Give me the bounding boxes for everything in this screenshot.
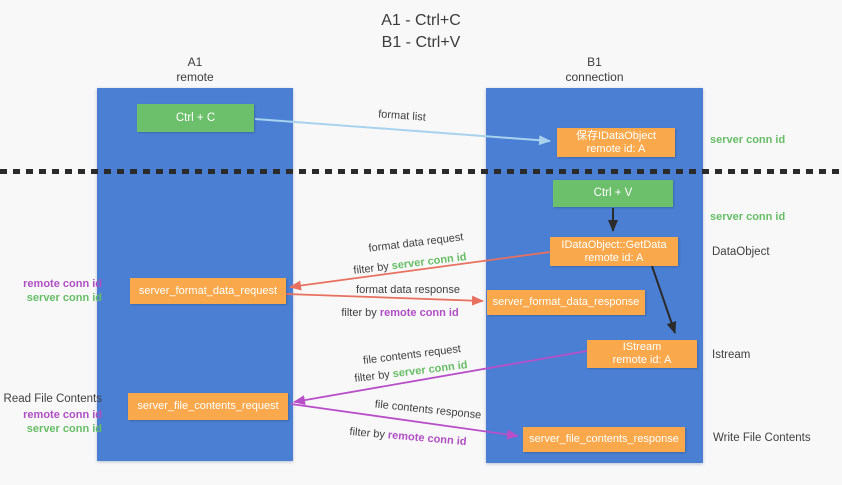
- node-file-request-label: server_file_contents_request: [137, 400, 279, 412]
- node-format-response-label: server_format_data_response: [492, 296, 640, 308]
- node-server-format-data-request: server_format_data_request: [130, 278, 286, 304]
- node-istream-line1: IStream: [622, 341, 662, 353]
- diagram-title: A1 - Ctrl+C B1 - Ctrl+V: [0, 10, 842, 54]
- node-save-idataobject-line1: 保存IDataObject: [575, 129, 657, 142]
- right-dataobject-label: DataObject: [712, 246, 770, 258]
- lifeline-b1-role: connection: [565, 70, 624, 84]
- node-getdata-line2: remote id: A: [584, 251, 644, 264]
- copy-paste-separator-line: [0, 169, 842, 174]
- server-conn-id-keyword: server conn id: [392, 359, 469, 381]
- node-ctrl-c: Ctrl + C: [137, 104, 254, 132]
- left-read-file-contents-label: Read File Contents: [3, 393, 102, 405]
- remote-conn-id-keyword: remote conn id: [379, 307, 459, 319]
- server-conn-id-keyword: server conn id: [391, 251, 468, 273]
- node-istream: IStream remote id: A: [587, 340, 697, 368]
- left-server-conn-id-1: server conn id: [26, 292, 102, 304]
- filter-by-prefix: filter by: [341, 307, 380, 319]
- node-idataobject-getdata: IDataObject::GetData remote id: A: [550, 237, 678, 266]
- lifeline-b1-name: B1: [587, 55, 602, 69]
- label-format-list: format list: [377, 108, 427, 124]
- left-remote-conn-id-1: remote conn id: [23, 278, 102, 290]
- node-ctrl-c-label: Ctrl + C: [175, 111, 216, 124]
- node-istream-line2: remote id: A: [612, 354, 672, 366]
- filter-by-prefix: filter by: [353, 368, 394, 385]
- label-file-contents-response: file contents response: [374, 398, 482, 422]
- label-format-data-request: format data request: [367, 231, 465, 255]
- node-server-file-contents-request: server_file_contents_request: [128, 393, 288, 420]
- title-line-ctrl-c: A1 - Ctrl+C: [381, 12, 461, 29]
- node-file-response-label: server_file_contents_response: [529, 433, 679, 445]
- left-remote-conn-id-2: remote conn id: [23, 409, 102, 421]
- node-save-idataobject: 保存IDataObject remote id: A: [557, 128, 675, 157]
- node-server-file-contents-response: server_file_contents_response: [523, 427, 685, 452]
- left-server-conn-id-2: server conn id: [26, 423, 102, 435]
- right-server-conn-id-2: server conn id: [710, 211, 786, 223]
- lifeline-a1-role: remote: [176, 70, 214, 84]
- node-ctrl-v: Ctrl + V: [553, 180, 673, 207]
- filter-by-prefix: filter by: [349, 425, 389, 442]
- lifeline-header-b1: B1 connection: [486, 55, 703, 85]
- label-filter-by-remote-conn-id-1: filter by remote conn id: [341, 307, 458, 319]
- right-istream-label: Istream: [712, 349, 751, 361]
- remote-conn-id-keyword: remote conn id: [387, 429, 467, 449]
- label-filter-by-remote-conn-id-2: filter by remote conn id: [349, 426, 467, 448]
- filter-by-prefix: filter by: [352, 260, 393, 277]
- right-server-conn-id-1: server conn id: [710, 134, 786, 146]
- lifeline-header-a1: A1 remote: [97, 55, 293, 85]
- label-filter-by-server-conn-id-1: filter by server conn id: [353, 251, 467, 277]
- lifeline-a1-name: A1: [187, 55, 203, 69]
- node-ctrl-v-label: Ctrl + V: [593, 187, 633, 199]
- node-getdata-line1: IDataObject::GetData: [561, 238, 667, 251]
- title-line-ctrl-v: B1 - Ctrl+V: [381, 34, 461, 51]
- node-format-request-label: server_format_data_request: [138, 284, 278, 297]
- node-server-format-data-response: server_format_data_response: [487, 290, 645, 315]
- node-save-idataobject-line2: remote id: A: [586, 142, 646, 155]
- label-format-data-response: format data response: [356, 284, 460, 296]
- right-write-file-contents-label: Write File Contents: [713, 432, 811, 444]
